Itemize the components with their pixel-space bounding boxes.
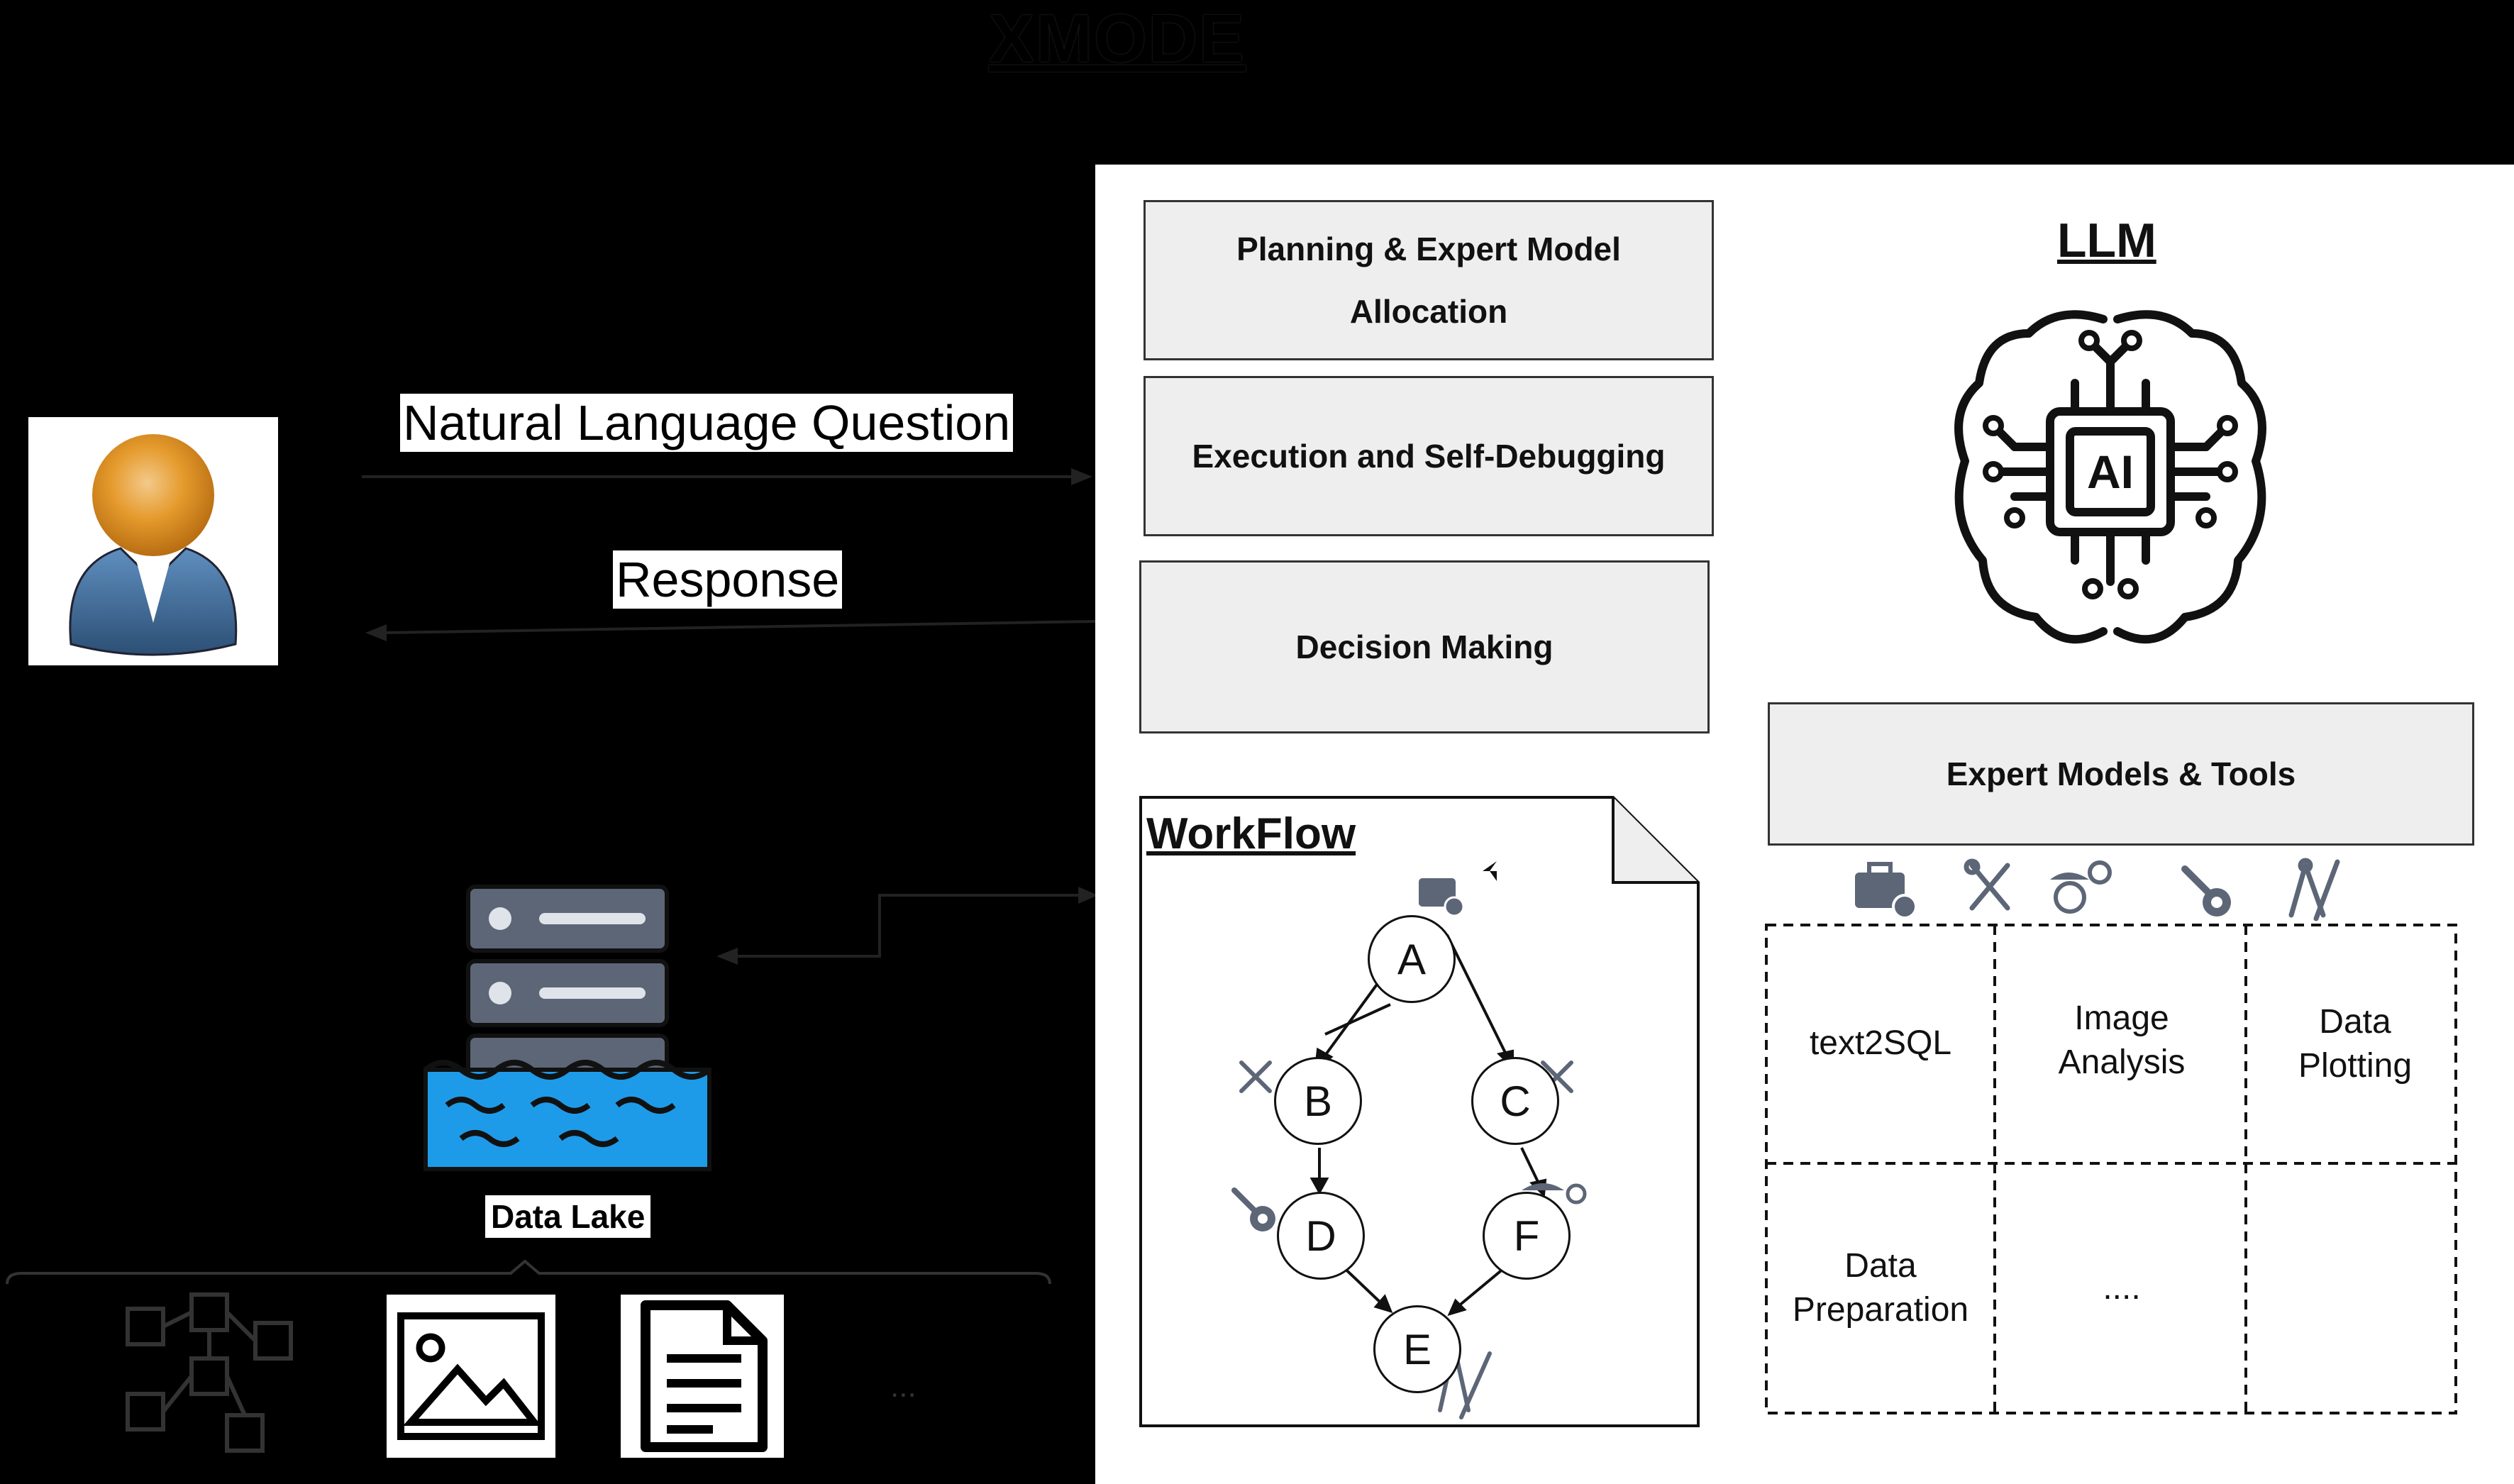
workflow-node-a: A bbox=[1368, 915, 1456, 1003]
more-sources-label: ... bbox=[890, 1369, 917, 1404]
expert-cell-data-preparation: Data Preparation bbox=[1792, 1247, 1969, 1329]
workflow-document bbox=[1139, 796, 1700, 1427]
workflow-node-d: D bbox=[1277, 1192, 1365, 1280]
expert-cell-image-analysis: Image Analysis bbox=[2058, 1000, 2186, 1081]
database-tables-icon bbox=[126, 1292, 293, 1453]
execution-box: Execution and Self-Debugging bbox=[1144, 376, 1714, 536]
decision-label: Decision Making bbox=[1295, 629, 1554, 665]
expert-cell-empty bbox=[2249, 1166, 2462, 1410]
ai-brain-icon: AI bbox=[1954, 310, 2266, 644]
ai-chip-label: AI bbox=[2087, 445, 2134, 498]
planning-box: Planning & Expert Model Allocation bbox=[1144, 200, 1714, 360]
data-sources bbox=[6, 1259, 1051, 1285]
user-icon bbox=[69, 434, 238, 656]
expert-models-box: Expert Models & Tools bbox=[1768, 702, 2474, 846]
wrench-gear-icon bbox=[2181, 865, 2231, 917]
execution-label: Execution and Self-Debugging bbox=[1192, 438, 1666, 475]
data-lake-icon bbox=[423, 885, 711, 1171]
expert-cell-data-plotting: Data Plotting bbox=[2298, 1003, 2413, 1085]
workflow-node-b: B bbox=[1274, 1057, 1362, 1145]
decision-box: Decision Making bbox=[1139, 560, 1710, 733]
workflow-node-f: F bbox=[1483, 1192, 1571, 1280]
llm-heading: LLM bbox=[2057, 214, 2156, 267]
data-lake-label: Data Lake bbox=[485, 1195, 651, 1238]
expert-grid bbox=[1765, 924, 2457, 1414]
response-label: Response bbox=[613, 550, 843, 609]
compass-pencil-icon bbox=[2288, 858, 2340, 921]
workflow-node-e: E bbox=[1373, 1305, 1461, 1393]
expert-cell-more: .... bbox=[2103, 1269, 2141, 1307]
tool-icons-row bbox=[1855, 858, 2340, 921]
workflow-node-c: C bbox=[1471, 1057, 1559, 1145]
workflow-heading: WorkFlow bbox=[1146, 809, 1356, 858]
image-icon bbox=[387, 1295, 555, 1458]
planning-label: Planning & Expert Model Allocation bbox=[1236, 231, 1621, 330]
question-label: Natural Language Question bbox=[400, 394, 1014, 452]
expert-models-label: Expert Models & Tools bbox=[1946, 755, 2296, 792]
expert-cell-text2sql: text2SQL bbox=[1809, 1024, 1952, 1062]
diagram-title: XMODE bbox=[988, 1, 1246, 77]
wrench-screwdriver-icon bbox=[1964, 858, 2010, 911]
toolbox-icon bbox=[1855, 862, 1917, 919]
user-avatar bbox=[28, 417, 278, 665]
document-icon bbox=[621, 1295, 784, 1458]
robot-gear-icon bbox=[2050, 860, 2112, 914]
